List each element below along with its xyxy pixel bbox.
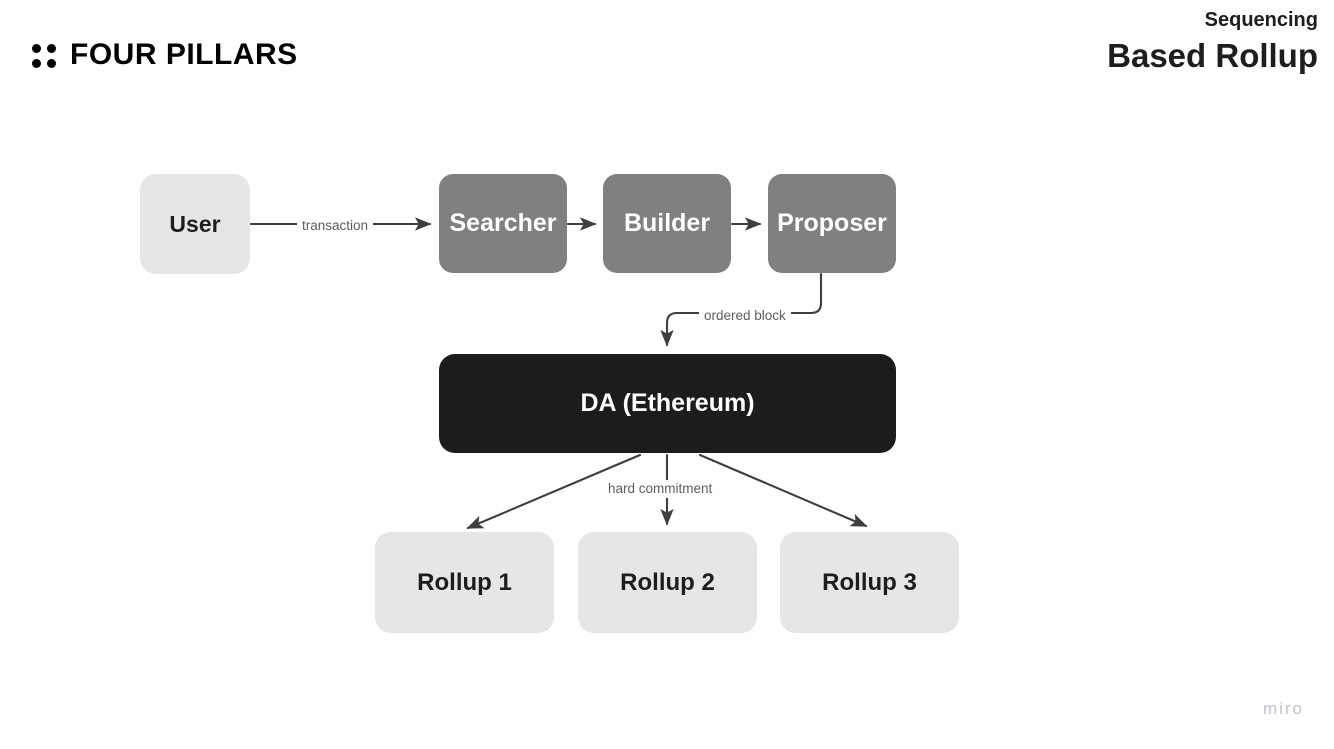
brand-name: FOUR PILLARS [70,38,298,71]
four-dot-square-icon [32,44,56,68]
node-rollup-3[interactable]: Rollup 3 [780,532,959,633]
node-user-label: User [169,210,221,237]
node-proposer-label: Proposer [777,209,887,238]
node-rollup-1[interactable]: Rollup 1 [375,532,554,633]
node-builder[interactable]: Builder [603,174,731,273]
node-da-label: DA (Ethereum) [580,389,755,418]
miro-watermark: miro [1262,699,1304,718]
node-rollup-2[interactable]: Rollup 2 [578,532,757,633]
node-searcher[interactable]: Searcher [439,174,567,273]
node-rollup-3-label: Rollup 3 [822,568,917,596]
node-searcher-label: Searcher [449,209,557,238]
title-eyebrow: Sequencing [1204,9,1318,31]
node-da-ethereum[interactable]: DA (Ethereum) [439,354,896,453]
node-rollup-1-label: Rollup 1 [417,568,512,596]
title-block: Sequencing Based Rollup [1107,8,1318,78]
edge-label-transaction: transaction [297,217,374,235]
node-rollup-2-label: Rollup 2 [620,568,715,596]
node-proposer[interactable]: Proposer [768,174,896,273]
edge-label-hard-commitment: hard commitment [603,480,718,498]
node-user[interactable]: User [140,174,250,274]
brand-logo: FOUR PILLARS [32,40,298,70]
node-builder-label: Builder [623,209,711,238]
edge-label-ordered-block: ordered block [699,307,791,325]
page-title: Based Rollup [1107,37,1318,74]
